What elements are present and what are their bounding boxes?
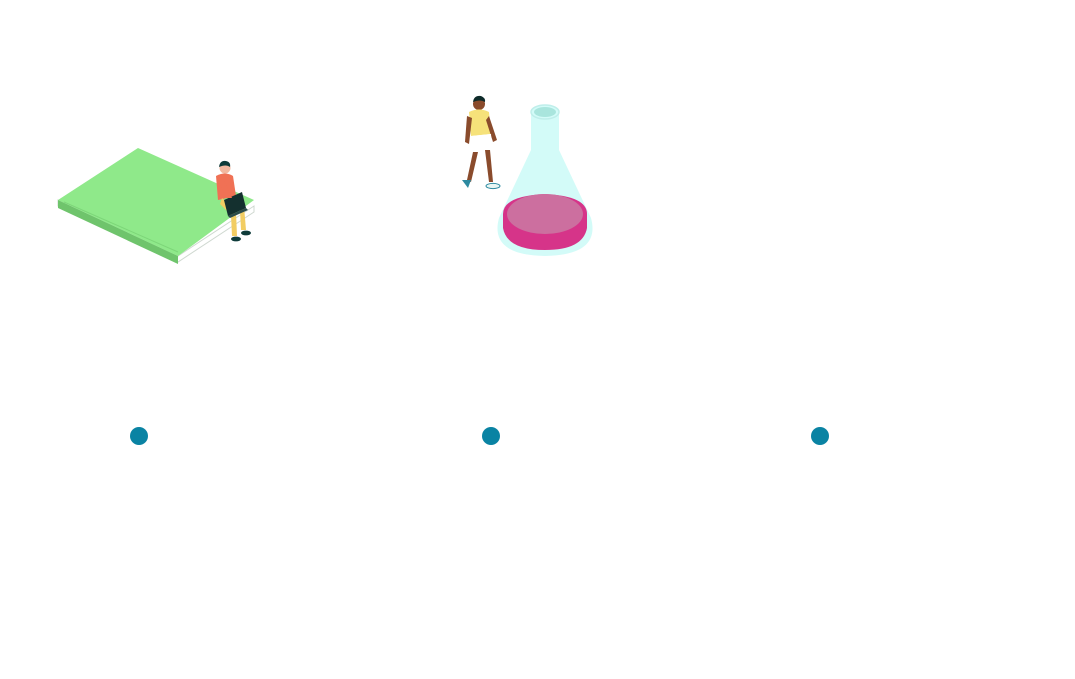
step-dot-1 — [130, 427, 148, 445]
person-walking-icon — [462, 95, 501, 190]
step-dot-2 — [482, 427, 500, 445]
flask-icon — [462, 95, 593, 256]
person-with-laptop-icon — [216, 160, 251, 242]
flask-with-person-walking-illustration — [455, 90, 605, 262]
book-icon — [57, 148, 255, 264]
step-dot-3 — [811, 427, 829, 445]
book-with-person-laptop-illustration — [50, 140, 265, 270]
